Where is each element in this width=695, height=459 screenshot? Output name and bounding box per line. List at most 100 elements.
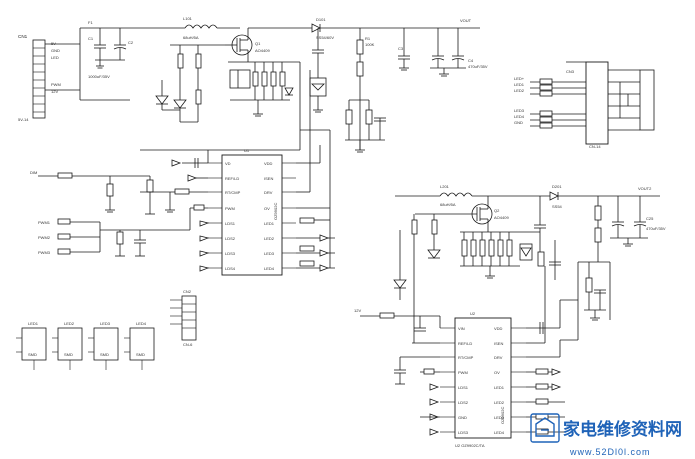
dim-input-label: DIM — [30, 170, 37, 175]
cap-c3-label: C3 — [398, 46, 404, 51]
cap-c1-label: C1 — [88, 36, 94, 41]
cn3-pin-3: LED2 — [514, 88, 525, 93]
cn2-label: CN2 — [183, 289, 192, 294]
input-capacitors: F1 C1 C2 1000uF/35V — [88, 20, 134, 79]
u2-pin-r5: LED1 — [494, 385, 505, 390]
ic-u2-bottom-label: U2 OZ9902C/TA — [455, 443, 485, 448]
resistor-r1-value: 100K — [365, 42, 375, 47]
q1-gate-network — [155, 44, 225, 123]
ic-u1-label: U1 — [244, 148, 250, 153]
u2-pin-l6: LDS2 — [458, 400, 469, 405]
u1-pin-l3: RT/CMP — [225, 190, 241, 195]
u1-pin-l8: LDS4 — [225, 266, 236, 271]
vout1-label: VOUT — [460, 18, 472, 23]
cap-c25-value: 470uF/35V — [646, 226, 666, 231]
cn1-side-label: 5V-14 — [18, 117, 29, 122]
inductor-l101-label: L101 — [183, 16, 193, 21]
led3-sub: SMD — [100, 352, 109, 357]
ic-u2-name: OZ9902C — [500, 407, 505, 424]
sense-resistor-bank-1 — [228, 61, 300, 117]
pwm3-label: PWM3 — [38, 250, 51, 255]
u1-pin-l4: PWM — [225, 206, 235, 211]
diode-d101-label: D101 — [316, 17, 326, 22]
cn1-pin-5: 12V — [51, 89, 58, 94]
u2-pin-r7: LED3 — [494, 415, 505, 420]
u1-pin-l2: REF/LD — [225, 176, 239, 181]
u2-pin-l8: LDS3 — [458, 430, 469, 435]
led1-label: LED1 — [28, 321, 39, 326]
u1-pin-r5: LED1 — [264, 221, 275, 226]
u2-pin-r6: LED2 — [494, 400, 505, 405]
led3-label: LED3 — [100, 321, 111, 326]
u2-pin-l3: RT/CMP — [458, 355, 474, 360]
ovp-network-1 — [299, 28, 331, 268]
diode-d201-value: SS54 — [552, 204, 563, 209]
cap-output-value: 470uF/35V — [468, 64, 488, 69]
mosfet-q1: Q1 AO4409 — [225, 28, 270, 62]
cap-c25-label: C25 — [646, 216, 654, 221]
u1-pin-r4: OV — [264, 206, 270, 211]
cn1-pin-2: GND — [51, 48, 60, 53]
mosfet-q2-value: AO4409 — [494, 215, 509, 220]
u2-wiring: 12V — [354, 262, 578, 436]
mosfet-q1-label: Q1 — [255, 41, 261, 46]
cn3-pin-1: LED+ — [514, 76, 525, 81]
cn3-side: CN-14 — [589, 144, 601, 149]
mosfet-q2-label: Q2 — [494, 208, 500, 213]
u1-pin-r3: DRV — [264, 190, 273, 195]
pwm2-label: PWM2 — [38, 235, 51, 240]
u1-pin-r8: LED4 — [264, 266, 275, 271]
u2-pin-l4: PWM — [458, 370, 468, 375]
u1-pin-r2: ISEN — [264, 176, 273, 181]
u2-pin-r3: DRV — [494, 355, 503, 360]
cap-c2-label: C2 — [128, 40, 134, 45]
led4-sub: SMD — [136, 352, 145, 357]
diode-d101: D101 SS54/60V — [248, 17, 480, 40]
led1-sub: SMD — [28, 352, 37, 357]
watermark: 家电维修资料网 www.52Dl0l.com — [530, 413, 682, 457]
cn3-label: CN3 — [566, 69, 575, 74]
resistor-r1-label: R1 — [365, 36, 371, 41]
inductor-l201-value: 68uH/5A — [440, 202, 456, 207]
led2-label: LED2 — [64, 321, 75, 326]
vout2-label: VOUT2 — [638, 186, 652, 191]
diode-d201-label: D201 — [552, 184, 562, 189]
cn3-pin-4: LED3 — [514, 108, 525, 113]
ic-u1: U1 OZ9902C VD REF/LD RT/CMP PWM LDS1 LDS… — [208, 148, 296, 276]
u1-wiring — [140, 70, 335, 272]
u2-pin-l2: REF/LD — [458, 341, 472, 346]
inductor-l201-label: L201 — [440, 184, 450, 189]
u1-pin-r1: VDD — [264, 161, 273, 166]
connector-cn2: CN2 CN-6 — [170, 289, 197, 347]
connector-cn3: CN3 CN-14 LED+ LED1 LED2 LED3 LED4 GND — [514, 61, 655, 149]
led2-sub: SMD — [64, 352, 73, 357]
u1-pin-l7: LDS3 — [225, 251, 236, 256]
cn1-label: CN1 — [18, 34, 28, 39]
connector-cn1: CN1 5V-14 5V GND LED PWM 12V — [18, 34, 61, 122]
diode-d101-value: SS54/60V — [316, 35, 334, 40]
input-rail — [45, 27, 185, 101]
cap-c4-label: C4 — [468, 58, 474, 63]
led-packages: LED1 LED2 LED3 LED4 SMD SMD SMD SMD — [16, 321, 155, 370]
inductor-l101: L101 68uH/5A — [183, 16, 240, 40]
u2-pin-r2: ISEN — [494, 341, 503, 346]
watermark-text: 家电维修资料网 — [563, 419, 682, 440]
led4-label: LED4 — [136, 321, 147, 326]
cn3-pin-5: LED4 — [514, 114, 525, 119]
watermark-url: www.52Dl0l.com — [569, 447, 651, 457]
u2-pin-r4: OV — [494, 370, 500, 375]
cap-input-value: 1000uF/35V — [88, 74, 110, 79]
u1-pin-l1: VD — [225, 161, 231, 166]
u2-pin-r1: VDD — [494, 326, 503, 331]
ic-u1-name: OZ9902C — [273, 203, 278, 220]
ic-u2: U2 OZ9902C U2 OZ9902C/TA VIN REF/LD RT/C… — [440, 311, 526, 448]
mosfet-q1-value: AO4409 — [255, 48, 270, 53]
u2-pin-l1: VIN — [458, 326, 465, 331]
inductor-l101-value: 68uH/5A — [183, 35, 199, 40]
u1-pin-r7: LED3 — [264, 251, 275, 256]
output-section-1: R1 100K VOUT C3 C4 470uF/35V — [345, 18, 488, 153]
cn1-pin-3: LED — [51, 55, 59, 60]
u2-pin-r8: LED4 — [494, 430, 505, 435]
u2-pin-l5: LDS1 — [458, 385, 469, 390]
cn1-pin-4: PWM — [51, 82, 61, 87]
